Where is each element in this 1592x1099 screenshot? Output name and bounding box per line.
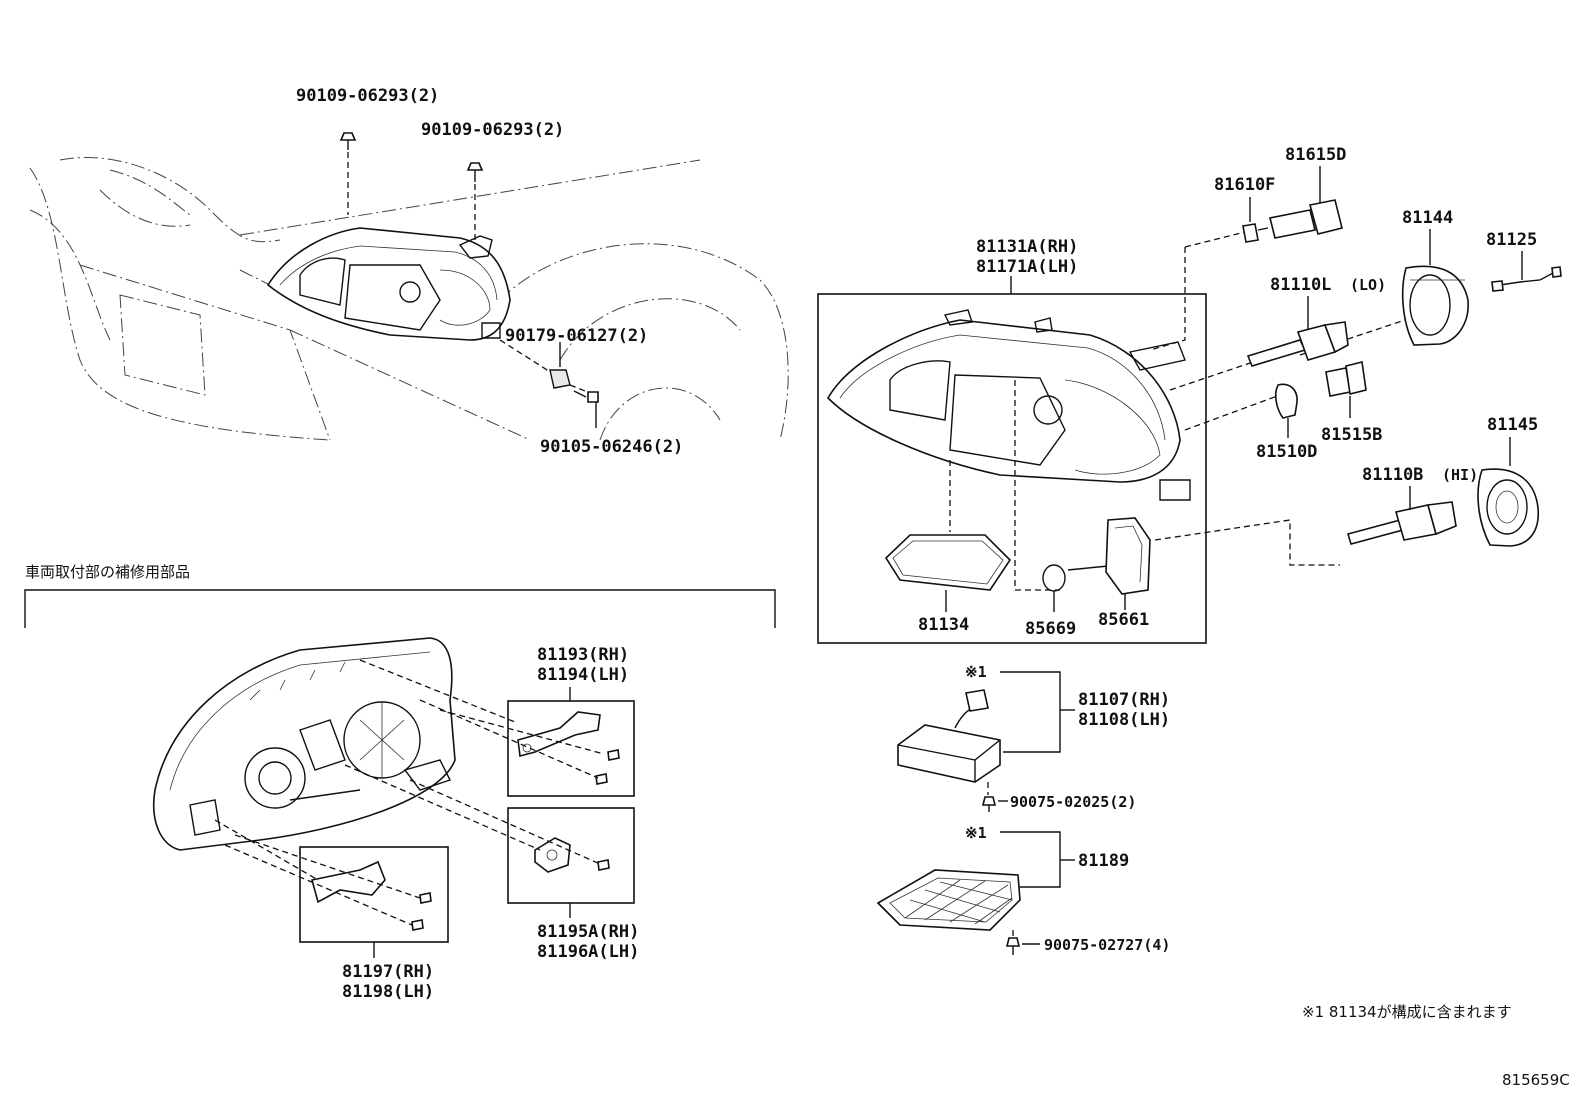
headlamp-assembly-box	[817, 293, 1207, 644]
label-oring-85669: 85669	[1025, 619, 1076, 639]
label-bolt-90105: 90105-06246(2)	[540, 437, 683, 457]
nut-clip	[549, 342, 599, 428]
headlamp-rear-view	[153, 637, 456, 851]
label-bulb-81110l: 81110L	[1270, 275, 1331, 295]
bulb-81610f	[1242, 223, 1269, 243]
bracket-81195a	[534, 837, 610, 873]
cover-81144	[1401, 265, 1469, 346]
vehicle-front-illustration	[29, 157, 789, 441]
bulb-81110l	[1246, 321, 1349, 367]
socket-81615d	[1269, 199, 1343, 239]
label-bulb-81110b: 81110B	[1362, 465, 1423, 485]
label-computer-rh: 81107(RH)	[1078, 690, 1170, 710]
cover-81189	[876, 869, 1021, 931]
label-screw-90075-a: 90075-02025(2)	[1010, 793, 1136, 811]
bracket-box-81195a	[507, 807, 635, 904]
screw-90075-a	[981, 796, 1008, 812]
headlamp-assembly	[826, 309, 1191, 591]
screw-90075-b	[1005, 937, 1040, 955]
label-bulb-81110l-note: (LO)	[1350, 276, 1386, 294]
label-nut-90179: 90179-06127(2)	[505, 326, 648, 346]
headlamp-on-vehicle	[266, 227, 511, 341]
label-gasket-81134: 81134	[918, 615, 969, 635]
label-bracket-81194: 81194(LH)	[537, 665, 629, 685]
label-bulb-81510d: 81510D	[1256, 442, 1317, 462]
label-assy-lh: 81171A(LH)	[976, 257, 1078, 277]
label-screw-top-b: 90109-06293(2)	[421, 120, 564, 140]
ballast-85661	[1067, 517, 1151, 610]
computer-module	[897, 689, 1001, 795]
note-mark-cover: ※1	[965, 824, 987, 842]
bracket-81197	[311, 860, 432, 931]
diagram-id: 815659C	[1502, 1071, 1570, 1089]
oring-85669	[1042, 564, 1066, 592]
screw-top-a	[339, 132, 357, 215]
footnote: ※1 81134が構成に含まれます	[1302, 1003, 1512, 1021]
bulb-81510d	[1275, 383, 1298, 419]
label-bracket-81198: 81198(LH)	[342, 982, 434, 1002]
label-bulb-81110b-note: (HI)	[1442, 466, 1478, 484]
label-socket-81615d: 81615D	[1285, 145, 1346, 165]
section-title: 車両取付部の補修用部品	[25, 563, 190, 581]
label-bulb-81610f: 81610F	[1214, 175, 1275, 195]
label-bracket-81195a: 81195A(RH)	[537, 922, 639, 942]
bracket-81193	[517, 711, 620, 785]
cover-81145	[1477, 468, 1539, 547]
socket-81515b	[1325, 361, 1367, 397]
label-cover-81144: 81144	[1402, 208, 1453, 228]
note-mark-computer: ※1	[965, 663, 987, 681]
label-bracket-81197: 81197(RH)	[342, 962, 434, 982]
gasket-81134	[884, 534, 1012, 591]
label-wire-81125: 81125	[1486, 230, 1537, 250]
label-computer-lh: 81108(LH)	[1078, 710, 1170, 730]
bracket-box-81193	[507, 700, 635, 797]
label-cover-81145: 81145	[1487, 415, 1538, 435]
bulb-81110b	[1346, 501, 1457, 545]
wire-81125	[1491, 266, 1562, 292]
label-screw-top-a: 90109-06293(2)	[296, 86, 439, 106]
label-screw-90075-b: 90075-02727(4)	[1044, 936, 1170, 954]
label-bracket-81196a: 81196A(LH)	[537, 942, 639, 962]
label-socket-81515b: 81515B	[1321, 425, 1382, 445]
label-ballast-85661: 85661	[1098, 610, 1149, 630]
label-assy-rh: 81131A(RH)	[976, 237, 1078, 257]
label-bracket-81193: 81193(RH)	[537, 645, 629, 665]
screw-top-b	[466, 162, 484, 240]
label-cover-81189: 81189	[1078, 851, 1129, 871]
